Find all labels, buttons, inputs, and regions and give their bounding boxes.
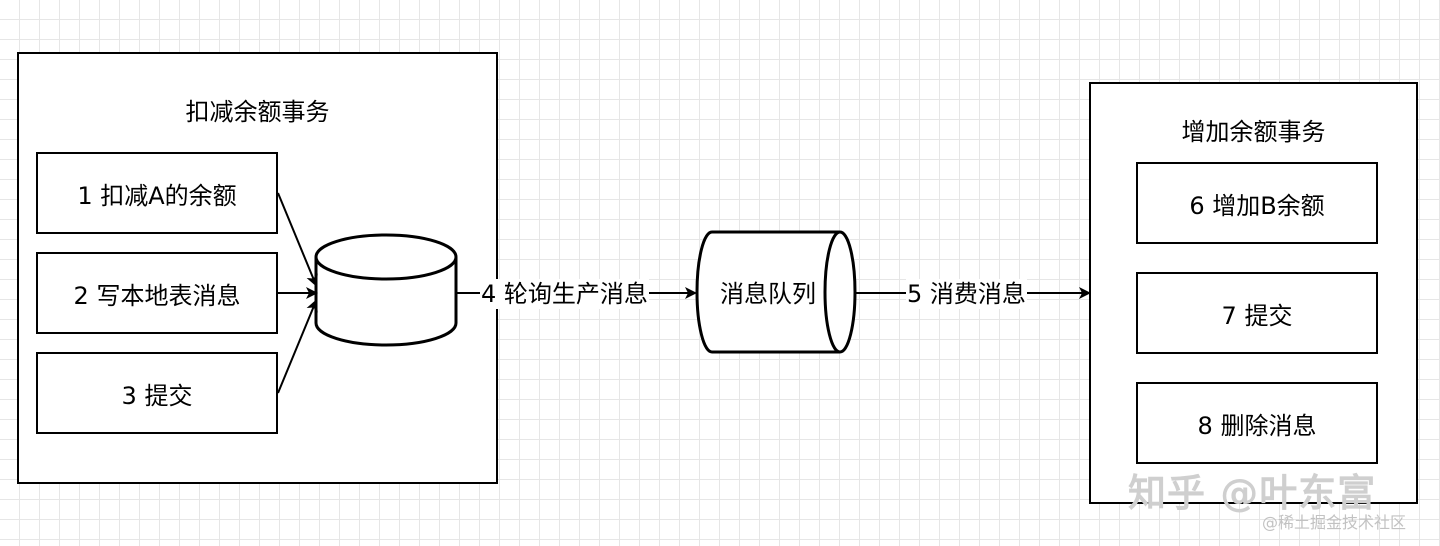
zhihu-watermark: 知乎 @叶东富 [1128,471,1377,515]
message-queue-label: 消息队列 [720,280,816,308]
message-queue-icon [695,230,857,354]
juejin-watermark: @稀土掘金技术社区 [1262,513,1407,532]
step-delete-message: 8 删除消息 [1136,382,1378,464]
consume-message-label: 5 消费消息 [906,279,1027,309]
increase-transaction-title: 增加余额事务 [1181,118,1326,146]
arrow-step1-to-db [277,192,318,287]
deduct-transaction-title: 扣减余额事务 [185,98,330,126]
local-database-icon [314,233,458,347]
step-commit-increase: 7 提交 [1136,272,1378,354]
poll-produce-label: 4 轮询生产消息 [480,279,649,309]
arrow-step3-to-db [277,299,318,394]
step-deduct-balance: 1 扣减A的余额 [36,152,278,234]
step-commit-deduct: 3 提交 [36,352,278,434]
step-increase-balance: 6 增加B余额 [1136,162,1378,244]
step-write-local-message: 2 写本地表消息 [36,252,278,334]
